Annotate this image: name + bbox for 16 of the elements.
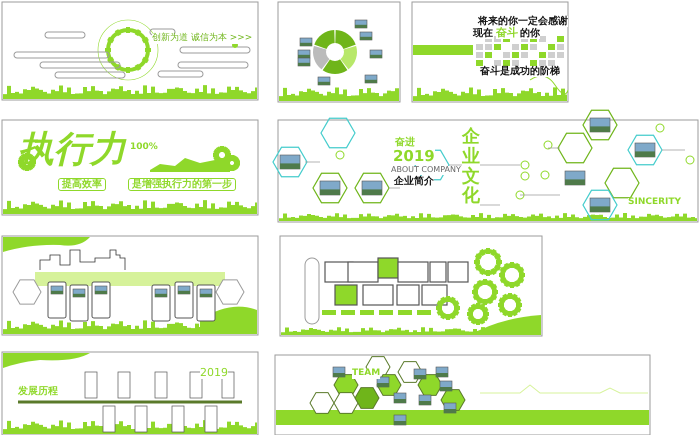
heading-text: 企业简介 xyxy=(394,176,434,187)
heading-text: 将来的你一定会感谢 xyxy=(478,16,568,27)
slogan-text: 是增强执行力的第一步 xyxy=(128,178,236,191)
slogan-highlight: 奋斗 xyxy=(496,27,518,40)
heading-text: TEAM xyxy=(352,369,380,379)
heading-text: 发展历程 xyxy=(18,386,58,397)
subheading-text: 奋斗是成功的阶梯 xyxy=(480,66,560,77)
heading-text: 奋进 xyxy=(395,137,415,148)
heading-text: ABOUT COMPANY xyxy=(391,166,461,175)
title-text: 企业文化 xyxy=(462,127,480,206)
year-text: 2019 xyxy=(200,367,228,380)
slogan-text: 现在 xyxy=(473,28,493,39)
slogan-text: 的你 xyxy=(520,28,540,39)
slogan-text: 提高效率 xyxy=(58,178,106,191)
slogan-text: 创新为道 诚信为本 >>> xyxy=(152,34,252,44)
year-text: 2019 xyxy=(393,148,435,164)
